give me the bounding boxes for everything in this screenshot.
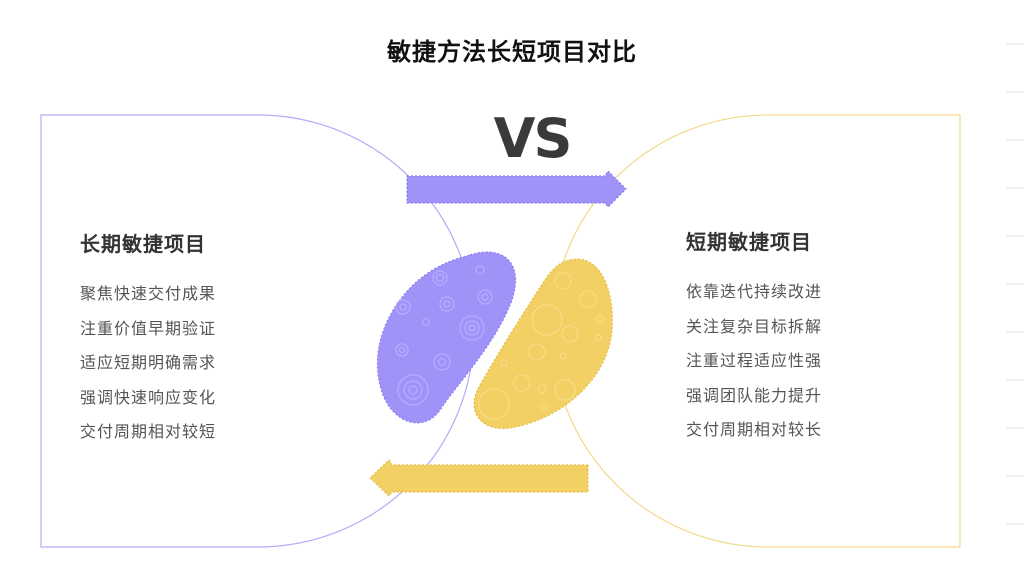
left-panel-item: 强调快速响应变化 (80, 387, 217, 407)
arrow-right-icon (406, 170, 627, 208)
page-title: 敏捷方法长短项目对比 (387, 38, 637, 66)
ruler-tick (1006, 283, 1024, 285)
ruler-tick (1006, 379, 1024, 381)
purple-blob-icon (376, 251, 517, 424)
right-panel-item: 关注复杂目标拆解 (686, 316, 823, 336)
left-panel-item: 聚焦快速交付成果 (80, 284, 217, 303)
yellow-blob-icon (473, 258, 613, 430)
ruler-tick (1006, 139, 1024, 141)
left-panel-item: 交付周期相对较短 (80, 422, 217, 441)
right-panel-heading: 短期敏捷项目 (686, 230, 812, 254)
arrow-left-icon (369, 459, 589, 497)
left-panel-item: 注重价值早期验证 (80, 318, 217, 338)
ruler-tick (1006, 91, 1024, 93)
edge-ruler (1006, 0, 1024, 576)
vs-label: VS (493, 107, 573, 170)
ruler-tick (1006, 475, 1024, 477)
left-panel-heading: 长期敏捷项目 (80, 232, 206, 256)
right-panel-item: 依靠迭代持续改进 (686, 282, 823, 301)
left-panel: 长期敏捷项目 聚焦快速交付成果 注重价值早期验证 适应短期明确需求 强调快速响应… (80, 228, 216, 450)
ruler-tick (1006, 43, 1024, 45)
ruler-tick (1006, 331, 1024, 333)
left-panel-item: 适应短期明确需求 (80, 353, 217, 372)
ruler-tick (1006, 187, 1024, 189)
right-panel: 短期敏捷项目 依靠迭代持续改进 关注复杂目标拆解 注重过程适应性强 强调团队能力… (686, 226, 822, 448)
ruler-tick (1006, 235, 1024, 237)
right-panel-item: 交付周期相对较长 (686, 420, 823, 439)
right-panel-item: 注重过程适应性强 (686, 351, 823, 370)
ruler-tick (1006, 427, 1024, 429)
right-panel-item: 强调团队能力提升 (686, 385, 823, 405)
ruler-tick (1006, 523, 1024, 525)
